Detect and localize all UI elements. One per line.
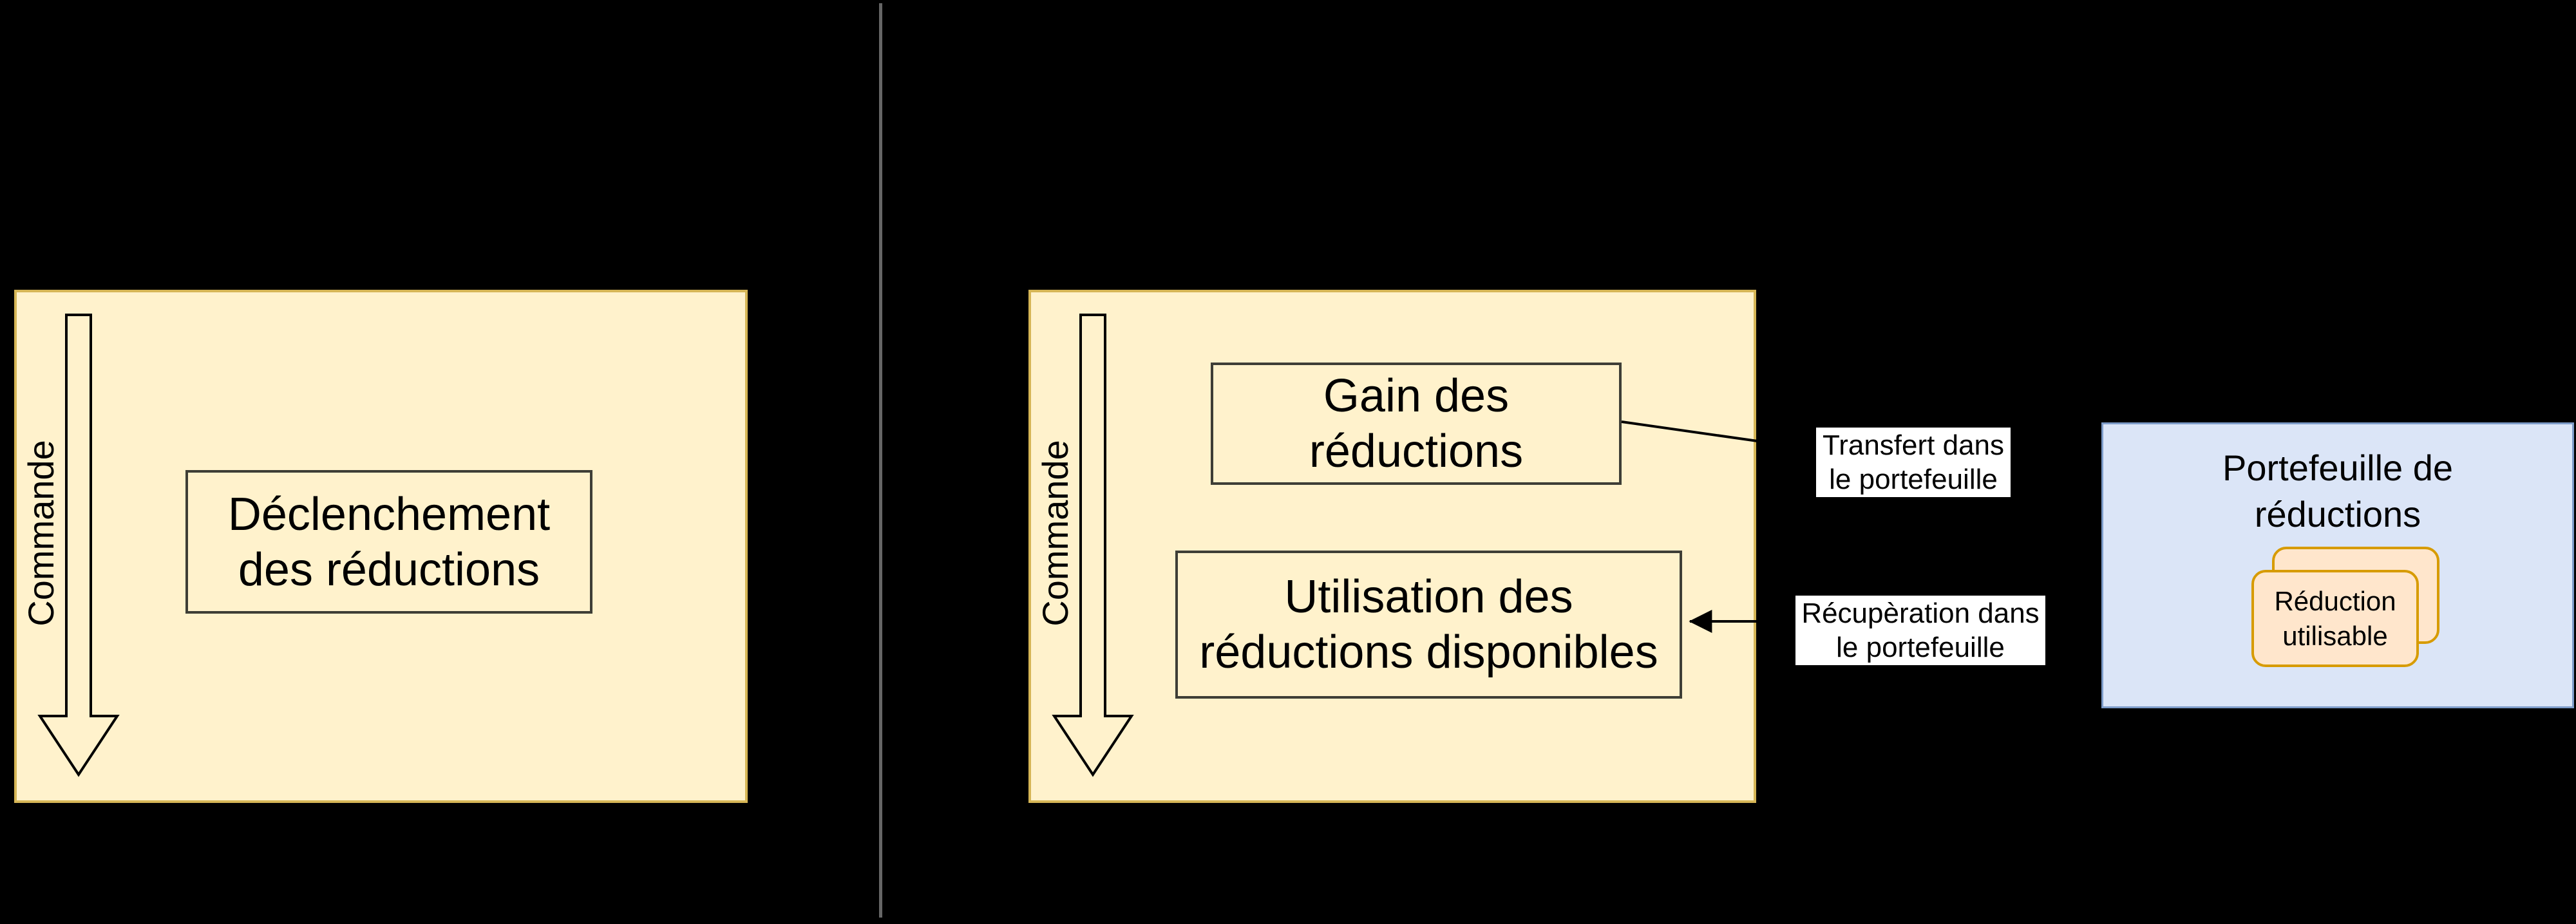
edge-label-transfert: Transfert dans le portefeuille: [1816, 428, 2011, 497]
coupon-card-line1: Réduction: [2274, 585, 2396, 616]
step-gain-line1: Gain des: [1323, 370, 1510, 422]
coupon-card-front: Réduction utilisable: [2251, 570, 2419, 667]
edge-label-transfert-line1: Transfert dans: [1822, 429, 2005, 461]
wallet-title: Portefeuille de réductions: [2103, 445, 2572, 538]
step-gain-line2: réductions: [1309, 426, 1524, 477]
step-declenchement-line1: Déclenchement: [227, 488, 551, 540]
step-declenchement-line2: des réductions: [238, 543, 540, 596]
wallet-title-line1: Portefeuille de: [2222, 448, 2453, 488]
coupon-card-line2: utilisable: [2282, 620, 2388, 651]
step-box-declenchement: Déclenchement des réductions: [185, 470, 592, 614]
step-box-utilisation-reductions: Utilisation des réductions disponibles: [1175, 551, 1682, 699]
order-lane-left: [14, 290, 748, 803]
step-use-line2: réductions disponibles: [1199, 627, 1658, 678]
edge-label-recuperation: Récupèration dans le portefeuille: [1795, 596, 2045, 665]
divider-line: [879, 3, 882, 918]
wallet-box: Portefeuille de réductions Réduction uti…: [2101, 422, 2574, 708]
step-box-gain-reductions: Gain des réductions: [1211, 363, 1622, 485]
order-lane-right: [1028, 290, 1756, 803]
edge-label-recuperation-line2: le portefeuille: [1836, 632, 2005, 663]
edge-label-recuperation-line1: Récupèration dans: [1801, 598, 2040, 629]
edge-label-transfert-line2: le portefeuille: [1829, 464, 1998, 495]
step-use-line1: Utilisation des: [1284, 571, 1573, 623]
wallet-title-line2: réductions: [2254, 494, 2421, 534]
